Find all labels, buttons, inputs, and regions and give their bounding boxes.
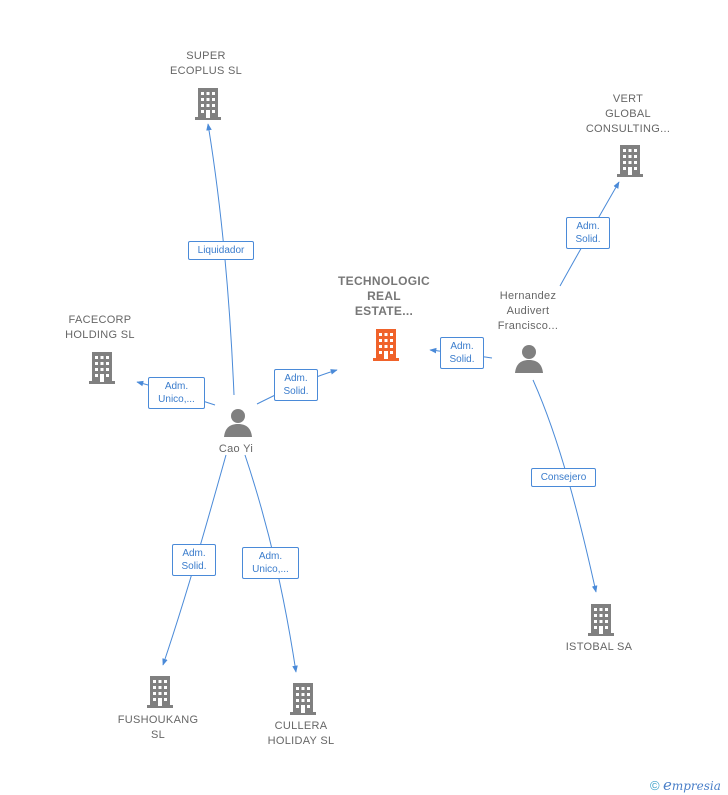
building-icon — [588, 604, 614, 636]
person-icon — [515, 345, 543, 373]
node-label-technologic[interactable]: TECHNOLOGIC REAL ESTATE... — [338, 274, 430, 318]
node-label-cao-yi[interactable]: Cao Yi — [218, 443, 254, 455]
building-icon — [147, 676, 173, 708]
edge-label-adm-solid-technologic-cao: Adm. Solid. — [274, 369, 318, 401]
edge-label-adm-solid-vert: Adm. Solid. — [566, 217, 610, 249]
brand-name: mpresia — [671, 779, 721, 793]
edge-label-adm-unico-facecorp: Adm. Unico,... — [148, 377, 205, 409]
edge-label-adm-solid-technologic-hernandez: Adm. Solid. — [440, 337, 484, 369]
node-label-fushoukang[interactable]: FUSHOUKANG SL — [117, 714, 199, 741]
building-icon — [290, 683, 316, 715]
edge-label-consejero: Consejero — [531, 468, 596, 487]
copyright-symbol: © — [650, 778, 660, 793]
node-label-vert-global[interactable]: VERT GLOBAL CONSULTING... — [585, 93, 671, 135]
edge-label-adm-unico-cullera: Adm. Unico,... — [242, 547, 299, 579]
building-icon-main — [373, 329, 399, 361]
node-label-facecorp[interactable]: FACECORP HOLDING SL — [65, 314, 135, 341]
node-label-istobal[interactable]: ISTOBAL SA — [565, 641, 633, 653]
building-icon — [617, 145, 643, 177]
building-icon — [89, 352, 115, 384]
node-label-cullera[interactable]: CULLERA HOLIDAY SL — [267, 720, 335, 747]
person-icon — [224, 409, 252, 437]
building-icon — [195, 88, 221, 120]
node-label-super-ecoplus[interactable]: SUPER ECOPLUS SL — [169, 50, 243, 77]
edge-label-adm-solid-fushoukang: Adm. Solid. — [172, 544, 216, 576]
edge-label-liquidador: Liquidador — [188, 241, 254, 260]
node-label-hernandez[interactable]: Hernandez Audivert Francisco... — [497, 290, 559, 332]
brand-logo: © empresia — [650, 776, 721, 794]
brand-initial: e — [662, 776, 672, 794]
